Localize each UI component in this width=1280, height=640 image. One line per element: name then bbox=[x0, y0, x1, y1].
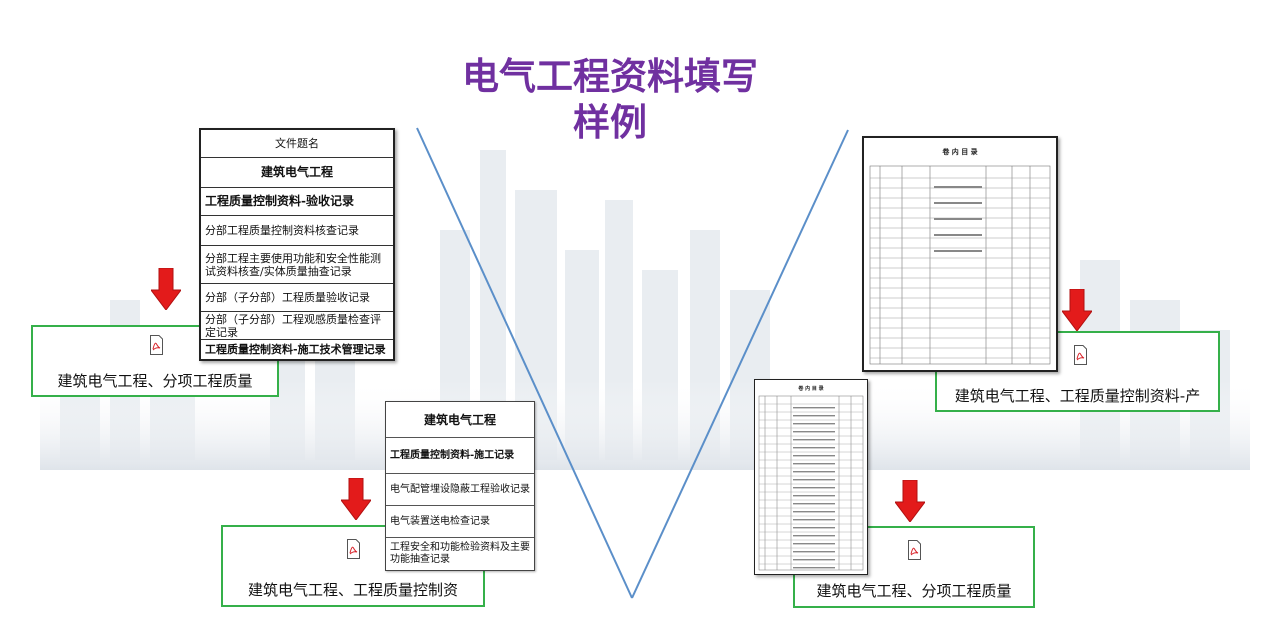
title-line-1: 电气工程资料填写 bbox=[462, 55, 758, 98]
sheet-text-placeholder bbox=[793, 551, 835, 553]
left-stack-row-1: 文件题名 bbox=[201, 130, 393, 158]
sheet-text-placeholder bbox=[793, 535, 835, 537]
sheet-text-placeholder bbox=[793, 559, 835, 561]
sheet-text-placeholder bbox=[793, 503, 835, 505]
title-line-2: 样例 bbox=[573, 101, 647, 144]
sheet-text-placeholder bbox=[793, 479, 835, 481]
left-stack-row-3: 工程质量控制资料-验收记录 bbox=[201, 188, 393, 216]
sheet-text-placeholder bbox=[793, 439, 835, 441]
red-down-arrow-icon bbox=[895, 480, 925, 522]
page-title: 电气工程资料填写 样例 bbox=[430, 54, 790, 146]
sheet-text-placeholder bbox=[793, 511, 835, 513]
pdf-file-icon bbox=[908, 540, 921, 560]
sheet-text-placeholder bbox=[793, 471, 835, 473]
left-document-stack: 文件题名 建筑电气工程 工程质量控制资料-验收记录 分部工程质量控制资料核查记录… bbox=[199, 128, 395, 361]
left-stack-row-7: 分部（子分部）工程观感质量检查评定记录 bbox=[201, 312, 393, 340]
mid-caption-text: 建筑电气工程、工程质量控制资 bbox=[247, 581, 458, 599]
left-stack-row-4: 分部工程质量控制资料核查记录 bbox=[201, 216, 393, 246]
left-caption-text: 建筑电气工程、分项工程质量 bbox=[57, 372, 253, 390]
sheet-text-placeholder bbox=[793, 463, 835, 465]
mid-stack-row-2: 工程质量控制资料-施工记录 bbox=[386, 438, 534, 474]
mid-stack-row-4: 电气装置送电检查记录 bbox=[386, 506, 534, 538]
red-down-arrow-icon bbox=[1062, 289, 1092, 331]
left-stack-row-8: 工程质量控制资料-施工技术管理记录 bbox=[205, 343, 386, 356]
pdf-file-icon bbox=[150, 335, 163, 355]
left-stack-row-5: 分部工程主要使用功能和安全性能测试资料核查/实体质量抽查记录 bbox=[201, 246, 393, 284]
sheet-text-placeholder bbox=[793, 543, 835, 545]
pdf-file-icon bbox=[347, 539, 360, 559]
sheet-text-placeholder bbox=[793, 447, 835, 449]
sheet-text-placeholder bbox=[793, 495, 835, 497]
right-bottom-index-sheet: 卷 内 目 录 bbox=[754, 379, 868, 575]
mid-stack-row-3: 电气配管埋设隐蔽工程验收记录 bbox=[386, 474, 534, 506]
sheet-text-placeholder bbox=[793, 455, 835, 457]
mid-stack-row-1: 建筑电气工程 bbox=[386, 402, 534, 438]
sheet-text-placeholder bbox=[793, 527, 835, 529]
pdf-file-icon bbox=[1074, 345, 1087, 365]
right-top-sheet-title: 卷 内 目 录 bbox=[942, 147, 977, 156]
sheet-text-placeholder bbox=[793, 519, 835, 521]
sheet-text-placeholder bbox=[793, 423, 835, 425]
right-bottom-sheet-title: 卷 内 目 录 bbox=[797, 385, 823, 392]
sheet-text-placeholder bbox=[793, 487, 835, 489]
red-down-arrow-icon bbox=[341, 478, 371, 520]
right-top-caption-text: 建筑电气工程、工程质量控制资料-产 bbox=[954, 387, 1201, 405]
red-down-arrow-icon bbox=[151, 268, 181, 310]
sheet-text-placeholder bbox=[793, 407, 835, 409]
left-stack-row-6: 分部（子分部）工程质量验收记录 bbox=[201, 284, 393, 312]
right-top-index-sheet: 卷 内 目 录 bbox=[862, 136, 1058, 372]
left-stack-row-2: 建筑电气工程 bbox=[201, 158, 393, 188]
right-bottom-caption-text: 建筑电气工程、分项工程质量 bbox=[816, 582, 1012, 600]
mid-document-stack: 建筑电气工程 工程质量控制资料-施工记录 电气配管埋设隐蔽工程验收记录 电气装置… bbox=[385, 401, 535, 571]
mid-stack-row-5: 工程安全和功能检验资料及主要功能抽查记录 bbox=[390, 542, 530, 565]
sheet-text-placeholder bbox=[793, 567, 835, 569]
sheet-text-placeholder bbox=[793, 431, 835, 433]
sheet-text-placeholder bbox=[793, 415, 835, 417]
